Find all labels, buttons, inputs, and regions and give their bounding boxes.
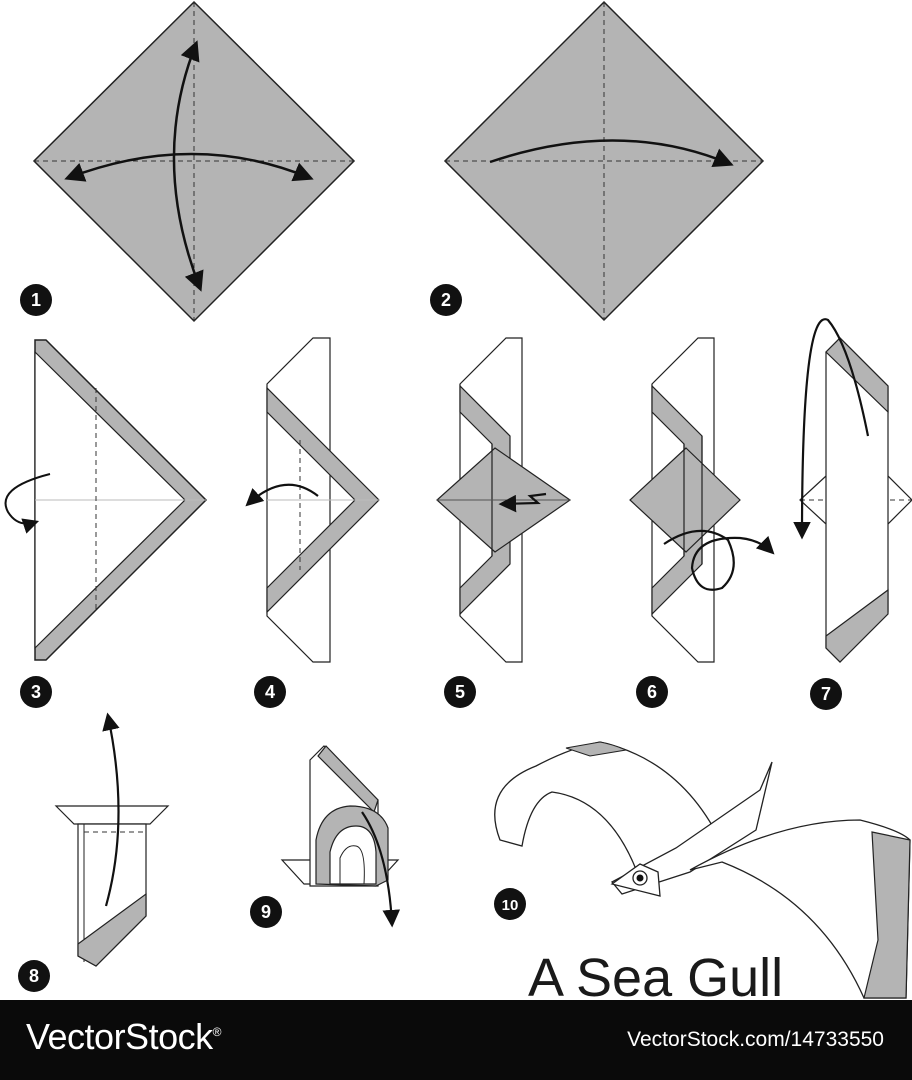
diagram-title: A Sea Gull <box>528 948 783 1000</box>
svg-text:5: 5 <box>455 682 465 702</box>
fold-arrow-left <box>245 483 319 507</box>
step-badge-3: 3 <box>20 676 52 708</box>
svg-text:1: 1 <box>31 290 41 310</box>
fold-arrow-under <box>4 473 51 534</box>
step-4-diagram <box>245 337 380 663</box>
step-5-diagram <box>436 337 572 663</box>
step-1-diagram <box>32 0 356 323</box>
svg-text:9: 9 <box>261 902 271 922</box>
fold-arrow-down <box>361 811 401 928</box>
image-url: VectorStock.com/14733550 <box>627 1028 884 1051</box>
fold-arrow-up <box>102 712 120 907</box>
svg-text:2: 2 <box>441 290 451 310</box>
step-badge-2: 2 <box>430 284 462 316</box>
svg-text:8: 8 <box>29 966 39 986</box>
svg-text:3: 3 <box>31 682 41 702</box>
fold-arrow-down <box>793 318 870 540</box>
step-6-diagram <box>629 337 775 663</box>
step-badge-10: 10 <box>494 888 526 920</box>
fold-arrow-loop <box>663 529 775 591</box>
fold-arrow-right <box>489 139 734 168</box>
step-badge-5: 5 <box>444 676 476 708</box>
zigzag-arrow <box>498 492 547 513</box>
svg-text:7: 7 <box>821 684 831 704</box>
step-badge-8: 8 <box>18 960 50 992</box>
step-badge-6: 6 <box>636 676 668 708</box>
watermark-footer: VectorStock® VectorStock.com/14733550 <box>0 1000 912 1080</box>
fold-arrow-vertical <box>172 40 204 292</box>
step-badge-1: 1 <box>20 284 52 316</box>
step-3-diagram <box>4 339 208 661</box>
step-badge-7: 7 <box>810 678 842 710</box>
svg-text:10: 10 <box>502 897 519 914</box>
step-9-diagram <box>280 745 401 928</box>
svg-text:6: 6 <box>647 682 657 702</box>
step-8-diagram <box>54 712 170 967</box>
step-badge-4: 4 <box>254 676 286 708</box>
step-10-seagull <box>494 741 911 999</box>
vectorstock-logo: VectorStock® <box>26 1016 221 1057</box>
step-7-diagram <box>793 318 912 663</box>
step-2-diagram <box>443 0 765 322</box>
svg-text:4: 4 <box>265 682 275 702</box>
origami-diagram: 1 2 3 4 5 6 7 8 9 10 A Sea Gull <box>4 0 912 1000</box>
step-badge-9: 9 <box>250 896 282 928</box>
